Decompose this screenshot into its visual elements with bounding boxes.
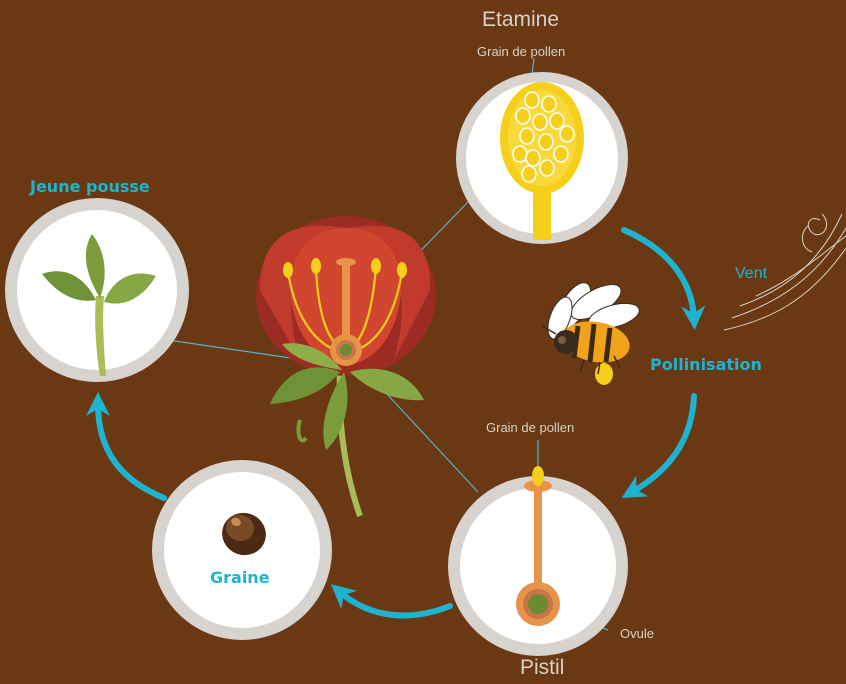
jeune-pousse-label: Jeune pousse xyxy=(30,177,150,196)
ovule-label: Ovule xyxy=(620,626,654,641)
pollinisation-label: Pollinisation xyxy=(650,355,762,374)
arrow-graine-to-sprout xyxy=(98,404,164,498)
grain-de-pollen-bottom-label: Grain de pollen xyxy=(486,420,574,435)
graine-label: Graine xyxy=(210,568,270,587)
graine-circle xyxy=(152,460,332,640)
etamine-label: Etamine xyxy=(482,8,559,32)
arrow-pistil-to-graine xyxy=(340,592,450,615)
arrow-pollinisation-to-pistil xyxy=(632,396,694,492)
grain-de-pollen-top-label: Grain de pollen xyxy=(477,44,565,59)
pistil-label: Pistil xyxy=(520,656,564,680)
sprout-circle xyxy=(5,198,189,382)
pistil-circle xyxy=(448,466,628,656)
etamine-circle xyxy=(456,72,628,244)
bee-icon xyxy=(542,277,642,385)
vent-label: Vent xyxy=(735,265,767,283)
